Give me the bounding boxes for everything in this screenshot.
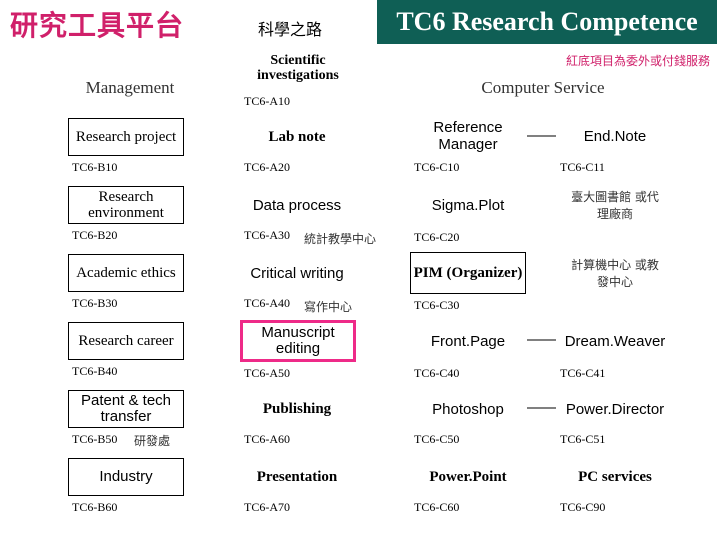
code-a10: TC6-A10 — [244, 94, 290, 108]
code-c30: TC6-C30 — [414, 298, 460, 312]
code-c60: TC6-C60 — [414, 500, 460, 514]
code-c90: TC6-C90 — [560, 500, 606, 514]
frontpage-item: Front.Page — [430, 332, 506, 350]
writing-center-note: 寫作中心 — [304, 300, 353, 314]
critical-writing-item: Critical writing — [250, 264, 344, 282]
pc-services-item: PC services — [578, 468, 652, 485]
code-c41: TC6-C41 — [560, 366, 606, 380]
code-b30: TC6-B30 — [72, 296, 118, 310]
code-a50: TC6-A50 — [244, 366, 290, 380]
code-c51: TC6-C51 — [560, 432, 606, 446]
data-process-item: Data process — [252, 196, 342, 214]
reference-manager-item: Reference Manager — [433, 119, 503, 153]
sigmaplot-item: Sigma.Plot — [431, 196, 505, 214]
code-b40: TC6-B40 — [72, 364, 118, 378]
rd-office-note: 研發處 — [134, 434, 171, 448]
powerpoint-item: Power.Point — [429, 468, 507, 485]
code-b50: TC6-B50 — [72, 432, 118, 446]
subtitle: 科學之路 — [258, 20, 323, 39]
scientific-heading: Scientific investigations — [245, 48, 351, 88]
computer-service-heading: Computer Service — [481, 78, 605, 97]
manuscript-editing-box: Manuscript editing — [240, 320, 356, 362]
research-environment-box: Research environment — [68, 186, 184, 224]
page-title: 研究工具平台 — [10, 9, 185, 42]
code-c40: TC6-C40 — [414, 366, 460, 380]
pim-organizer-box: PIM (Organizer) — [410, 252, 526, 294]
code-c50: TC6-C50 — [414, 432, 460, 446]
publishing-item: Publishing — [262, 400, 332, 417]
code-a30: TC6-A30 — [244, 228, 290, 242]
presentation-item: Presentation — [256, 468, 338, 485]
outsourced-note: 紅底項目為委外或付錢服務 — [566, 54, 711, 68]
code-a60: TC6-A60 — [244, 432, 290, 446]
code-a20: TC6-A20 — [244, 160, 290, 174]
academic-ethics-box: Academic ethics — [68, 254, 184, 292]
ntu-library-vendor-note: 臺大圖書館 或代理廠商 — [571, 190, 659, 221]
code-a70: TC6-A70 — [244, 500, 290, 514]
endnote-item: End.Note — [583, 127, 647, 145]
stats-center-note: 統計教學中心 — [304, 232, 377, 246]
banner-title: TC6 Research Competence — [377, 0, 717, 44]
dreamweaver-item: Dream.Weaver — [564, 332, 666, 350]
computing-center-note: 計算機中心 或教發中心 — [571, 258, 659, 289]
code-c20: TC6-C20 — [414, 230, 460, 244]
industry-box: Industry — [68, 458, 184, 496]
code-b10: TC6-B10 — [72, 160, 118, 174]
powerdirector-item: Power.Director — [565, 400, 665, 418]
code-b20: TC6-B20 — [72, 228, 118, 242]
code-c10: TC6-C10 — [414, 160, 460, 174]
photoshop-item: Photoshop — [432, 400, 504, 418]
management-heading: Management — [85, 78, 175, 97]
research-project-box: Research project — [68, 118, 184, 156]
code-c11: TC6-C11 — [560, 160, 605, 174]
code-a40: TC6-A40 — [244, 296, 290, 310]
code-b60: TC6-B60 — [72, 500, 118, 514]
lab-note-item: Lab note — [268, 128, 326, 145]
research-career-box: Research career — [68, 322, 184, 360]
patent-tech-transfer-box: Patent & tech transfer — [68, 390, 184, 428]
